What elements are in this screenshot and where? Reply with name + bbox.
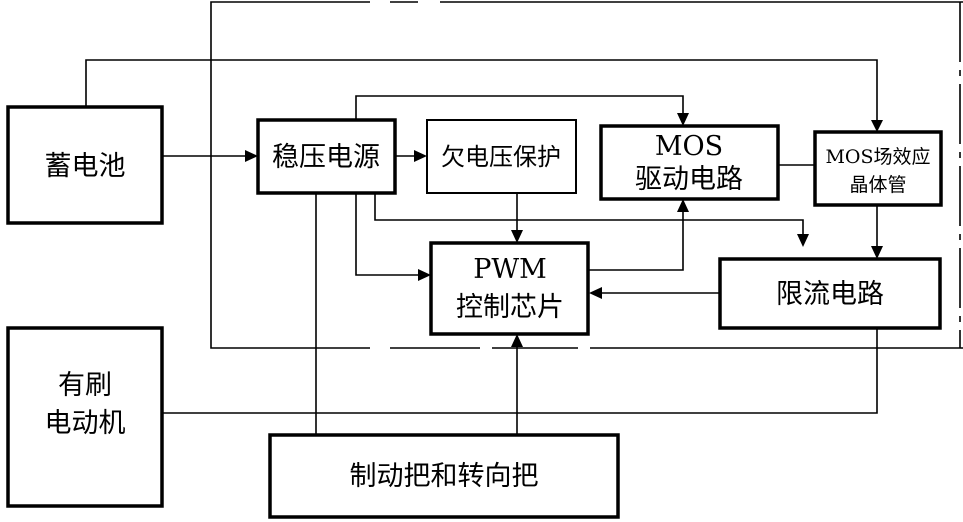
block-pwm: PWM 控制芯片: [429, 241, 590, 336]
battery-label: 蓄电池: [45, 151, 126, 182]
wires: [85, 59, 883, 435]
controller-enclosure-frame: [210, 1, 963, 349]
block-regulator: 稳压电源: [256, 118, 397, 195]
motor-label-line2: 电动机: [45, 408, 126, 439]
pwm-label-line1: PWM: [473, 254, 547, 285]
mosfet-label-line2: 晶体管: [849, 174, 906, 196]
brake-throttle-label: 制动把和转向把: [350, 461, 539, 492]
block-motor: 有刷 电动机: [6, 326, 164, 508]
block-undervoltage: 欠电压保护: [426, 119, 577, 194]
mos-driver-label-line2: 驱动电路: [635, 164, 743, 195]
pwm-label-line2: 控制芯片: [456, 292, 564, 323]
block-brake-throttle: 制动把和转向把: [268, 433, 620, 519]
motor-label-line1: 有刷: [58, 370, 112, 401]
mosfet-label-line1: MOS场效应: [825, 146, 930, 168]
block-mos-driver: MOS 驱动电路: [599, 124, 780, 201]
undervoltage-label: 欠电压保护: [441, 143, 561, 171]
block-mosfet: MOS场效应 晶体管: [813, 130, 943, 207]
current-limit-label: 限流电路: [776, 279, 884, 310]
regulator-label: 稳压电源: [272, 142, 380, 173]
block-battery: 蓄电池: [6, 105, 164, 225]
block-current-limit: 限流电路: [718, 257, 942, 330]
mos-driver-label-line1: MOS: [655, 131, 723, 162]
